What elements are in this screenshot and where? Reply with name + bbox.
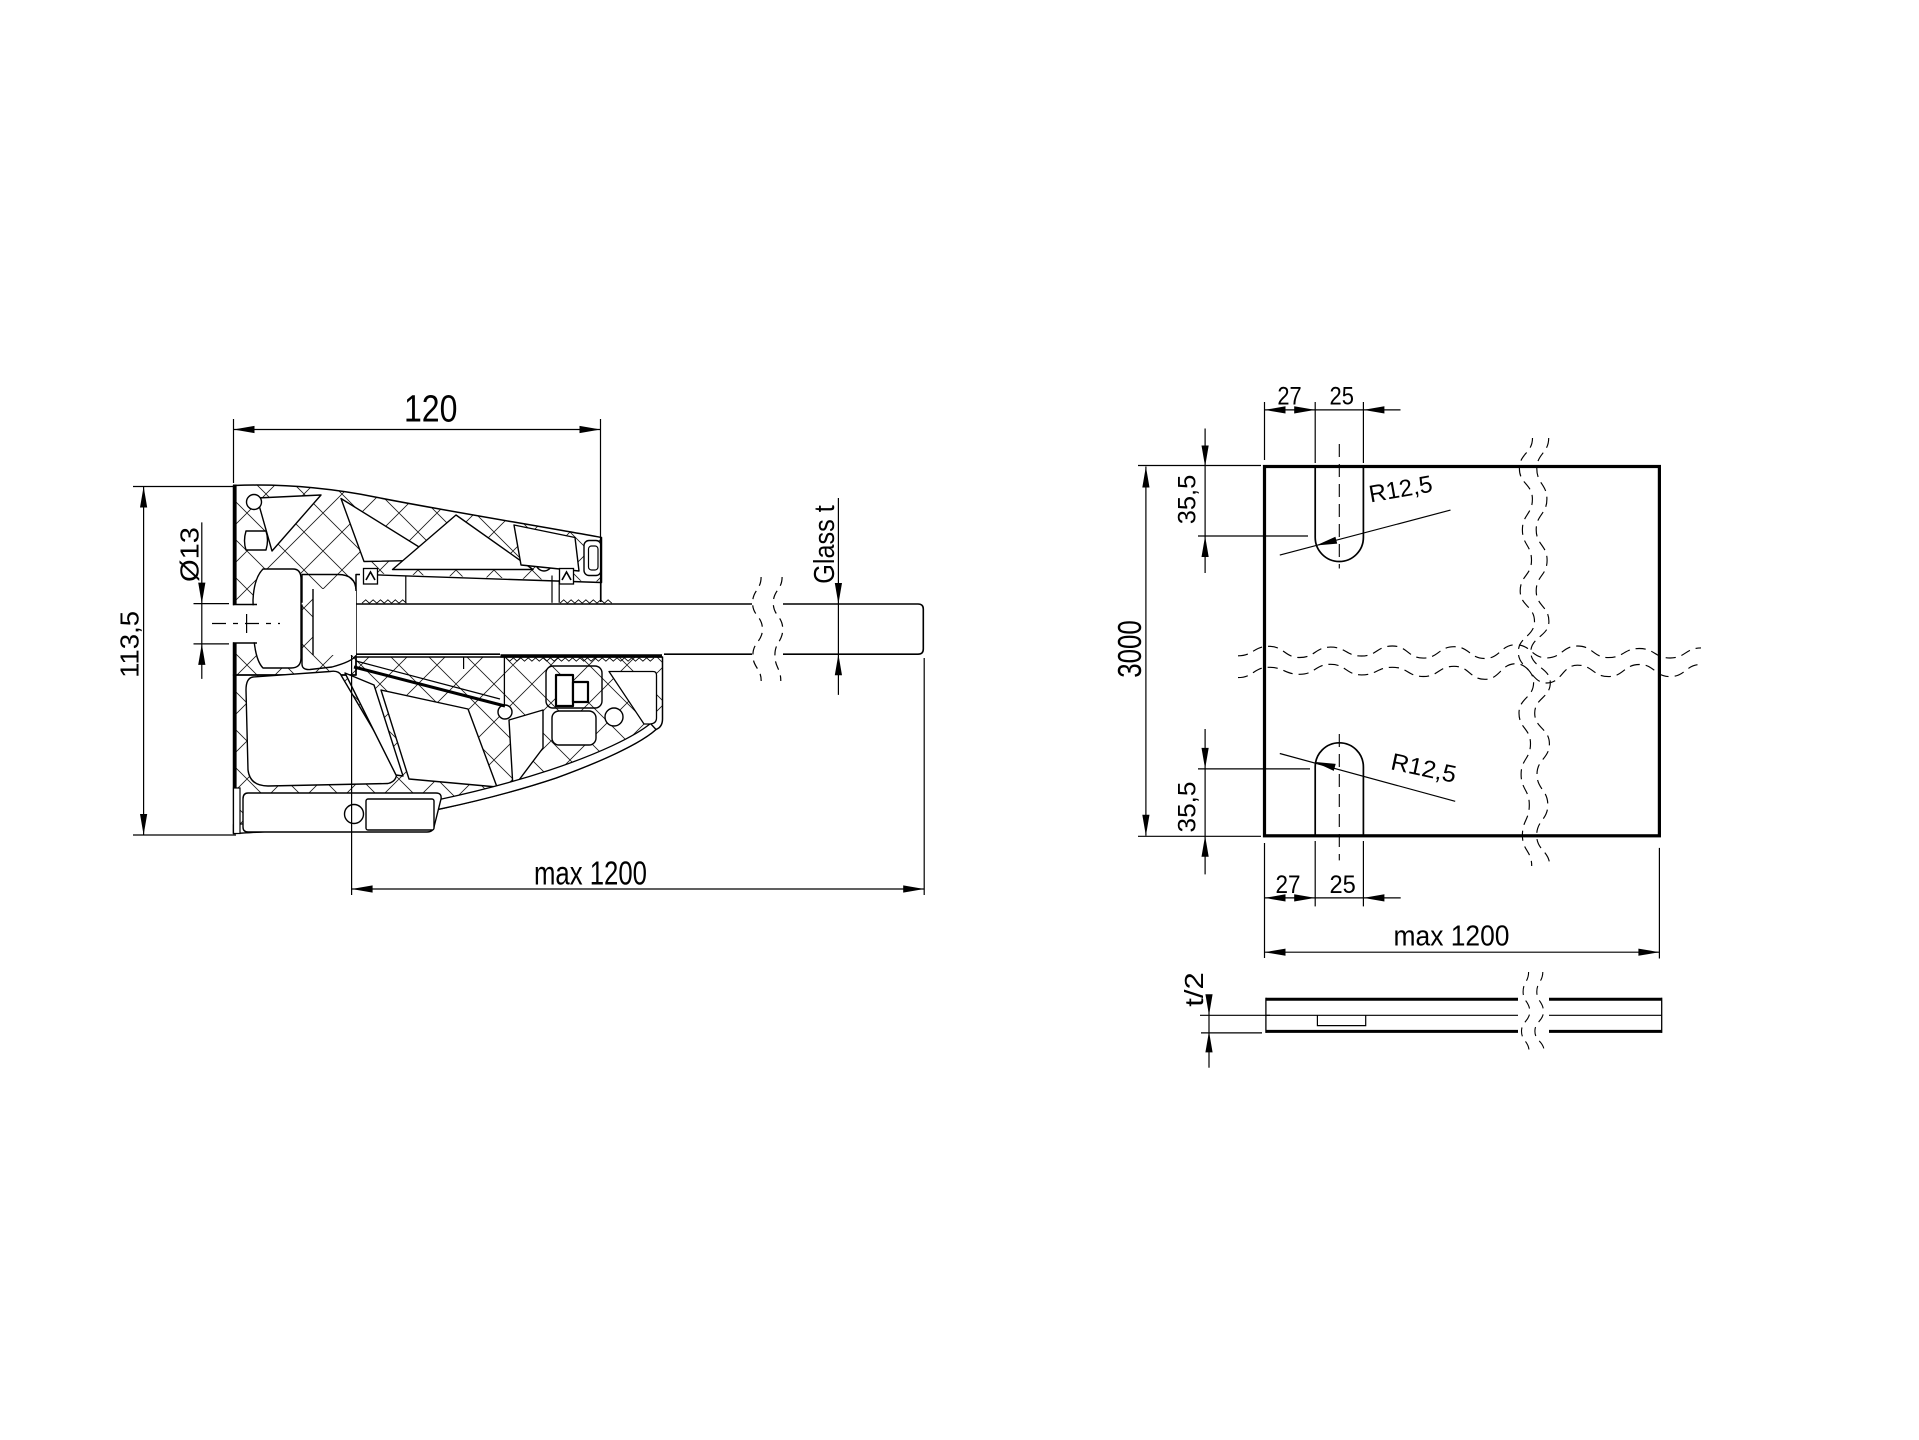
svg-text:27: 27: [1276, 871, 1301, 899]
svg-text:t/2: t/2: [1179, 972, 1209, 1007]
svg-text:35,5: 35,5: [1174, 475, 1202, 525]
svg-text:120: 120: [404, 389, 458, 431]
svg-text:25: 25: [1329, 871, 1355, 899]
svg-text:35,5: 35,5: [1174, 782, 1202, 833]
svg-text:113,5: 113,5: [117, 611, 145, 678]
svg-text:Glass t: Glass t: [809, 505, 841, 584]
svg-text:25: 25: [1330, 383, 1354, 411]
svg-text:3000: 3000: [1111, 620, 1148, 678]
svg-text:max 1200: max 1200: [534, 855, 647, 892]
svg-text:max 1200: max 1200: [1394, 921, 1510, 953]
svg-text:27: 27: [1277, 383, 1301, 411]
svg-text:Ø13: Ø13: [175, 527, 205, 582]
